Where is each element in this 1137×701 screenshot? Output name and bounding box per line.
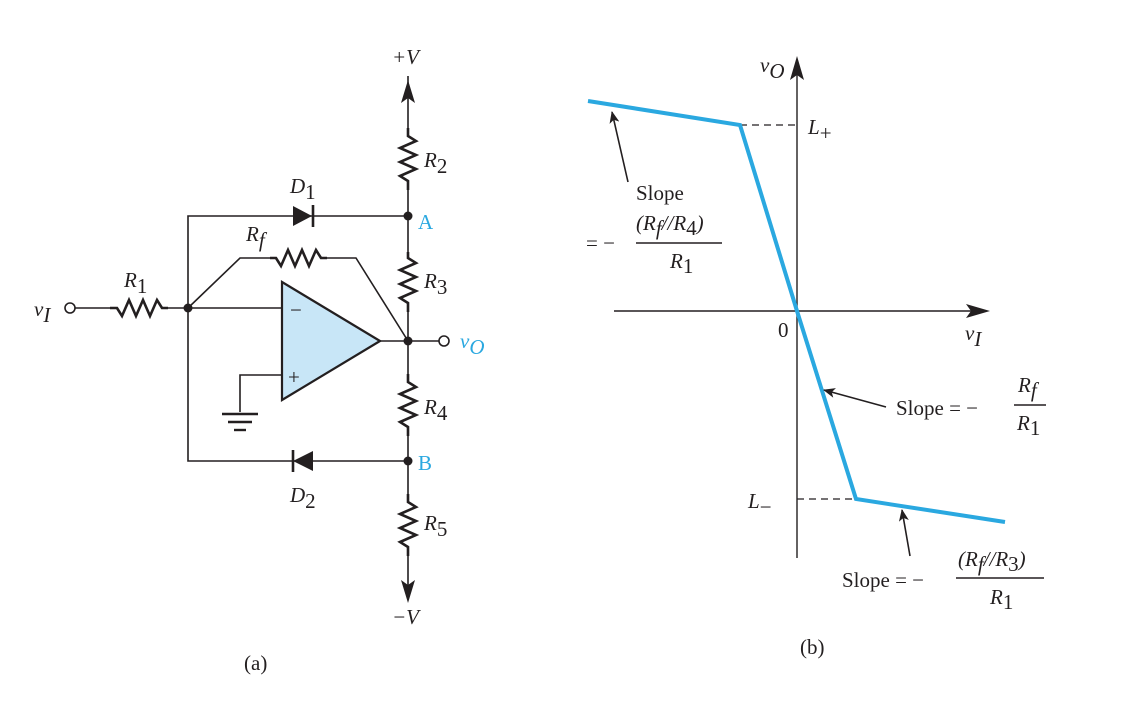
circuit-diagram: +V R2 A R3 vO R4 B R5 −V <box>34 45 485 675</box>
r3-label: R3 <box>423 269 447 299</box>
vplus-arrow <box>401 80 415 103</box>
top-slope-denominator: R1 <box>669 249 693 278</box>
d2-label: D2 <box>289 483 316 513</box>
l-minus-label: L− <box>747 489 772 519</box>
middle-slope-arrow <box>823 388 887 408</box>
node-b-label: B <box>418 451 432 475</box>
diode-d2 <box>293 451 313 471</box>
input-terminal <box>64 302 76 314</box>
top-slope-arrow <box>609 111 629 183</box>
y-axis-label: vO <box>760 53 785 83</box>
origin-label: 0 <box>778 318 789 342</box>
bottom-slope-denominator: R1 <box>989 585 1013 614</box>
wire-ground <box>239 374 282 412</box>
x-axis-label: vI <box>965 321 982 351</box>
resistor-r5 <box>396 494 420 556</box>
rf-label: Rf <box>245 222 268 252</box>
r4-label: R4 <box>423 395 448 425</box>
bottom-slope-numerator: (Rf//R3) <box>958 547 1026 576</box>
transfer-curve <box>587 99 1006 524</box>
r2-label: R2 <box>423 148 447 178</box>
wire-d1-branch <box>187 215 408 308</box>
bottom-slope-arrow <box>898 509 911 557</box>
top-slope-prefix: = − <box>586 231 615 255</box>
caption-a: (a) <box>244 651 267 675</box>
y-axis-arrow <box>790 56 804 80</box>
x-axis-arrow <box>966 304 990 318</box>
wire-rf-right <box>327 257 409 342</box>
output-terminal <box>438 335 450 347</box>
resistor-r2 <box>396 128 420 190</box>
top-slope-title: Slope <box>636 181 684 205</box>
op-amp <box>280 280 383 402</box>
resistor-r3 <box>396 252 420 312</box>
d1-label: D1 <box>289 174 316 204</box>
supply-neg-label: −V <box>392 605 421 629</box>
r1-label: R1 <box>123 268 147 298</box>
resistor-r1 <box>110 296 168 320</box>
opamp-minus-sign: − <box>290 298 302 322</box>
resistor-rf <box>270 246 327 270</box>
opamp-plus-sign: + <box>288 365 300 389</box>
middle-slope-prefix: Slope = − <box>896 396 978 420</box>
transfer-characteristic-chart: vO vI 0 L+ L− Slope = − (Rf//R4) R1 Slop… <box>586 53 1046 659</box>
bottom-slope-prefix: Slope = − <box>842 568 924 592</box>
node-a-label: A <box>418 210 434 234</box>
supply-pos-label: +V <box>392 45 421 69</box>
output-label: vO <box>460 329 485 359</box>
resistor-r4 <box>396 374 420 436</box>
input-label: vI <box>34 297 51 327</box>
l-plus-label: L+ <box>807 115 832 145</box>
r5-label: R5 <box>423 511 447 541</box>
vminus-arrow <box>401 580 415 603</box>
top-slope-numerator: (Rf//R4) <box>636 211 704 240</box>
middle-slope-denominator: R1 <box>1016 411 1040 440</box>
wire-rf-left <box>187 257 270 309</box>
wire-d2-branch <box>187 308 408 462</box>
diode-d1 <box>293 206 312 226</box>
caption-b: (b) <box>800 635 825 659</box>
node-inverting-dot <box>183 303 193 313</box>
middle-slope-numerator: Rf <box>1017 373 1040 402</box>
